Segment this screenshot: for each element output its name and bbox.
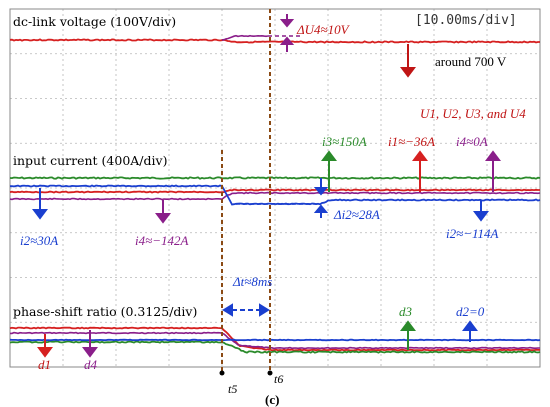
t6-dot [267,370,273,376]
u-legend: U1, U2, U3, and U4 [420,106,526,121]
i3-after-annotation: i3≈150A [322,134,367,149]
dt-arrow [222,303,270,317]
d1-arrow [37,334,53,358]
d3-arrow [400,320,416,350]
i4-trace [9,191,541,201]
plot-frame [9,8,541,368]
du4-arrow [279,14,295,52]
i3-arrow [321,150,337,192]
time-div-label: [10.00ms/div] [415,13,517,28]
d3-trace [9,340,541,354]
di2-annotation: Δi2≈28A [333,207,380,222]
dc-link-voltage-trace [9,38,540,44]
d4-trace [10,331,540,350]
figure-caption: (c) [265,392,279,407]
u4-trace [221,34,269,41]
di2-arrow [313,178,329,218]
d2-trace [9,338,541,342]
d2-arrow [462,320,478,342]
i4-arrow [485,150,501,192]
dc-link-label: dc-link voltage (100V/div) [13,14,176,29]
i2-after-annotation: i2≈−114A [446,226,499,241]
t5-label: t5 [228,382,237,396]
i2-before-arrow [32,188,48,220]
d4-annotation: d4 [84,357,98,372]
around700-arrow [400,44,416,78]
d2-annotation: d2=0 [456,304,485,319]
grid [10,9,540,367]
i1-trace [9,188,540,194]
i1-arrow [412,150,428,192]
d1-trace [9,326,541,352]
d3-annotation: d3 [399,304,413,319]
i4-before-arrow [155,200,171,224]
du4-annotation: ΔU4≈10V [296,22,351,37]
t6-label: t6 [274,372,283,386]
t5-dot [219,370,225,376]
around-700-annotation: around 700 V [435,54,507,69]
i4-before-annotation: i4≈−142A [135,233,189,248]
d1-annotation: d1 [38,357,51,372]
i3-trace [9,176,541,180]
d4-arrow [82,330,98,358]
phase-shift-label: phase-shift ratio (0.3125/div) [13,304,197,319]
i1-after-annotation: i1≈−36A [388,134,435,149]
i2-after-arrow [473,200,489,222]
i2-before-annotation: i2≈30A [20,233,58,248]
input-current-label: input current (400A/div) [13,153,167,168]
i4-after-annotation: i4≈0A [456,134,488,149]
dt-annotation: Δt≈8ms [232,274,272,289]
traces [9,34,541,354]
